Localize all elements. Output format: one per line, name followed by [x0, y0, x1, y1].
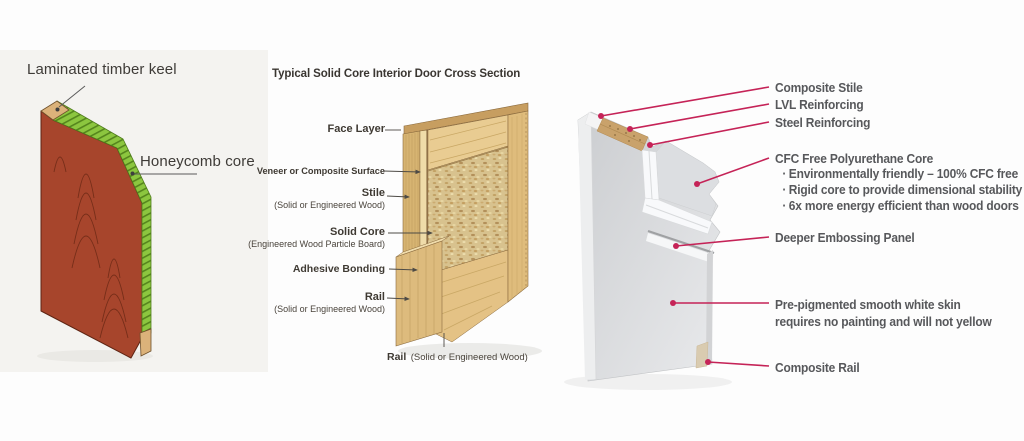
- label-face-layer: Face Layer: [328, 123, 385, 135]
- door-right-edge-face: [706, 250, 713, 364]
- label-bottom-rail: Rail (Solid or Engineered Wood): [387, 347, 528, 365]
- bullet-energy-text: 6x more energy efficient than wood doors: [788, 198, 1019, 213]
- right-column-grain: [511, 114, 523, 299]
- rail-block-grain: [401, 244, 435, 344]
- polyurethane-core-face: [655, 140, 720, 217]
- composite-rail-piece: [695, 341, 709, 369]
- lvl-layer-line: [599, 123, 646, 145]
- cfc-core-bullets: ·Environmentally friendly – 100% CFC fre…: [775, 166, 1022, 214]
- bullet-environment-text: Environmentally friendly – 100% CFC free: [788, 166, 1019, 181]
- middle-leader-arrows: [382, 129, 445, 347]
- rail-block-front: [395, 240, 443, 347]
- timber-keel-bottom: [139, 328, 152, 357]
- solid-core-subtext: (Engineered Wood Particle Board): [248, 239, 385, 249]
- bullet-rigid-core: ·Rigid core to provide dimensional stabi…: [782, 182, 1022, 198]
- bullet-energy: ·6x more energy efficient than wood door…: [782, 198, 1022, 214]
- emboss-step-line-v: [648, 150, 653, 200]
- bottom-rail-text: Rail: [387, 351, 407, 363]
- label-lvl-reinforcing: LVL Reinforcing: [775, 97, 864, 112]
- face-layer-grain: [429, 120, 507, 164]
- door-left-edge-face: [578, 112, 596, 380]
- wood-grain-marks: [53, 156, 129, 339]
- label-composite-stile: Composite Stile: [775, 80, 863, 95]
- label-composite-rail: Composite Rail: [775, 360, 860, 375]
- core-top-shadow: [427, 146, 509, 172]
- label-white-skin: Pre-pigmented smooth white skin requires…: [775, 296, 992, 330]
- left-leader-lines: [55, 85, 197, 176]
- label-honeycomb-core: Honeycomb core: [140, 153, 255, 170]
- veneer-text: Veneer or Composite Surface: [256, 166, 385, 176]
- face-layer-text: Face Layer: [327, 123, 385, 135]
- lvl-dots: [609, 125, 641, 142]
- solid-core-text: Solid Core: [329, 226, 385, 238]
- left-door-illustration: [37, 100, 153, 362]
- left-edge-line: [590, 111, 597, 380]
- rail-subtext: (Solid or Engineered Wood): [274, 304, 385, 314]
- label-rail: Rail (Solid or Engineered Wood): [274, 291, 385, 314]
- bullet-environment: ·Environmentally friendly – 100% CFC fre…: [782, 166, 1022, 182]
- emboss-step-line-h: [645, 204, 709, 229]
- white-skin-line2: requires no painting and will not yellow: [775, 314, 992, 329]
- right-door-illustration: [564, 111, 732, 390]
- right-stile-column: [507, 110, 529, 303]
- label-laminated-timber-keel: Laminated timber keel: [27, 61, 177, 78]
- timber-keel-top: [40, 100, 70, 121]
- emboss-lower-band: [646, 233, 714, 263]
- rail-text: Rail: [364, 291, 385, 303]
- label-adhesive-bonding: Adhesive Bonding: [293, 263, 385, 275]
- bottom-rail-subtext: (Solid or Engineered Wood): [410, 352, 528, 363]
- label-veneer: Veneer or Composite Surface: [257, 165, 385, 177]
- label-solid-core: Solid Core (Engineered Wood Particle Boa…: [248, 226, 385, 249]
- label-deeper-embossing: Deeper Embossing Panel: [775, 230, 915, 245]
- stile-text: Stile: [361, 187, 385, 199]
- label-stile: Stile (Solid or Engineered Wood): [274, 187, 385, 210]
- left-door-shadow: [37, 350, 153, 362]
- bullet-icon: ·: [782, 198, 787, 213]
- middle-door-illustration: [395, 102, 542, 359]
- label-steel-reinforcing: Steel Reinforcing: [775, 115, 871, 130]
- white-skin-line1: Pre-pigmented smooth white skin: [775, 297, 961, 312]
- bullet-icon: ·: [782, 166, 787, 181]
- middle-door-shadow: [398, 343, 542, 359]
- bullet-rigid-core-text: Rigid core to provide dimensional stabil…: [788, 182, 1023, 197]
- label-cfc-core-block: CFC Free Polyurethane Core ·Environmenta…: [775, 151, 1022, 214]
- emboss-groove: [647, 229, 715, 255]
- stile-subtext: (Solid or Engineered Wood): [274, 200, 385, 210]
- bullet-icon: ·: [782, 182, 787, 197]
- bottom-rail-grain: [429, 261, 507, 331]
- adhesive-text: Adhesive Bonding: [292, 263, 385, 275]
- middle-panel-title: Typical Solid Core Interior Door Cross S…: [272, 68, 521, 80]
- right-leader-lines: [598, 86, 770, 367]
- cfc-core-title: CFC Free Polyurethane Core: [775, 151, 934, 166]
